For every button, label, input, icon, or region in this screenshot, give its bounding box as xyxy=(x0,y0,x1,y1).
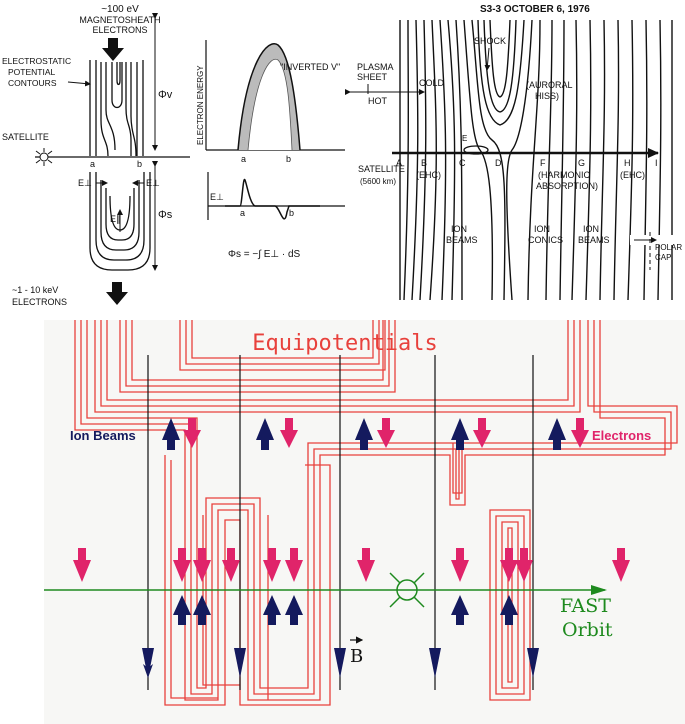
point-A: A xyxy=(396,158,402,168)
inverted-v-label: "INVERTED V" xyxy=(280,62,340,72)
plasma-label: PLASMA xyxy=(357,62,394,72)
escaping-electrons-arrow xyxy=(106,282,128,305)
contours-label-2: POTENTIAL xyxy=(8,67,56,77)
kev-label: ~1 - 10 keV xyxy=(12,285,58,295)
ion-beams-right-2: BEAMS xyxy=(578,235,610,245)
electrons-label: Electrons xyxy=(592,428,651,443)
point-B: B xyxy=(421,158,427,168)
point-E: E xyxy=(462,134,467,143)
satellite-label: SATELLITE xyxy=(2,132,49,142)
magnetosheath-electrons-label: ELECTRONS xyxy=(92,25,147,35)
ehc-left-label: (EHC) xyxy=(416,170,441,180)
ehc-right-label: (EHC) xyxy=(620,170,645,180)
kev-electrons-label: ELECTRONS xyxy=(12,297,67,307)
fast-label: FAST xyxy=(560,595,611,617)
e-perp-profile xyxy=(225,178,320,220)
b-field-lines xyxy=(147,355,534,690)
panel-c-s3-3-fieldlines: S3-3 OCTOBER 6, 1976 xyxy=(345,4,682,301)
incoming-electrons-arrow xyxy=(102,38,124,61)
orbit-label: Orbit xyxy=(562,619,613,641)
magnetosheath-label: MAGNETOSHEATH xyxy=(79,15,160,25)
cold-label: COLD xyxy=(419,78,445,88)
ion-beams-label: Ion Beams xyxy=(70,428,136,443)
point-a-label-c: a xyxy=(240,208,245,218)
absorption-label: ABSORPTION) xyxy=(536,181,598,191)
auroral-label: (AURORAL xyxy=(526,80,573,90)
e-perp-left-label: E⊥ xyxy=(78,178,92,188)
panel-a-potential-contours: ~100 eV MAGNETOSHEATH ELECTRONS ELECTROS… xyxy=(2,4,190,307)
ion-conics-1: ION xyxy=(534,224,550,234)
ion-beams-left-2: BEAMS xyxy=(446,235,478,245)
phi-v-label: Φv xyxy=(158,89,173,101)
ion-beams-right-1: ION xyxy=(583,224,599,234)
altitude-label: (5600 km) xyxy=(360,177,396,186)
point-H: H xyxy=(624,158,631,168)
point-b-label-b: b xyxy=(286,154,291,164)
hot-label: HOT xyxy=(368,96,388,106)
electron-energy-axis-label: ELECTRON ENERGY xyxy=(196,65,205,145)
ion-beams-left-1: ION xyxy=(451,224,467,234)
point-G: G xyxy=(578,158,585,168)
shock-label: SHOCK xyxy=(474,36,506,46)
satellite-c-label: SATELLITE xyxy=(358,164,405,174)
point-b-label-c: b xyxy=(289,208,294,218)
equipotentials-label: Equipotentials xyxy=(252,331,437,356)
point-D: D xyxy=(495,158,502,168)
upper-contours xyxy=(89,59,144,157)
point-C: C xyxy=(459,158,466,168)
ion-up-arrows xyxy=(162,418,566,625)
e-parallel-label: E∥ xyxy=(110,214,121,224)
field-lines xyxy=(399,19,673,301)
fast-satellite-icon xyxy=(389,572,425,608)
sheet-label: SHEET xyxy=(357,72,388,82)
lower-contours xyxy=(89,172,151,271)
electron-down-arrows xyxy=(73,418,630,582)
s3-3-title: S3-3 OCTOBER 6, 1976 xyxy=(480,4,590,15)
potential-formula: Φs = −∫ E⊥ · dS xyxy=(228,249,301,260)
e-perp-right-label: E⊥ xyxy=(146,178,160,188)
point-F: F xyxy=(540,158,546,168)
cap-label: CAP xyxy=(655,253,671,262)
b-field-label: B xyxy=(350,646,363,667)
e-perp-axis-label: E⊥ xyxy=(210,192,224,202)
point-a-label: a xyxy=(90,159,95,169)
panel-b-inverted-v: ELECTRON ENERGY "INVERTED V" a b E⊥ a b … xyxy=(196,40,345,260)
ion-conics-2: CONICS xyxy=(528,235,563,245)
contours-label-3: CONTOURS xyxy=(8,78,57,88)
point-a-label-b: a xyxy=(241,154,246,164)
magnetosheath-energy-label: ~100 eV xyxy=(101,4,139,15)
satellite-icon xyxy=(35,148,53,166)
downward-field-arrows xyxy=(142,648,539,678)
point-I: I xyxy=(655,158,658,168)
contours-label-1: ELECTROSTATIC xyxy=(2,56,71,66)
point-b-label: b xyxy=(137,159,142,169)
polar-label: POLAR xyxy=(655,243,682,252)
panel-d-fast-schematic: Equipotentials Ion Beams Electrons xyxy=(44,320,685,724)
harmonic-label: (HARMONIC xyxy=(538,170,590,180)
phi-s-label: Φs xyxy=(158,209,173,221)
equipotential-lines xyxy=(74,320,678,706)
hiss-label: HISS) xyxy=(535,91,559,101)
